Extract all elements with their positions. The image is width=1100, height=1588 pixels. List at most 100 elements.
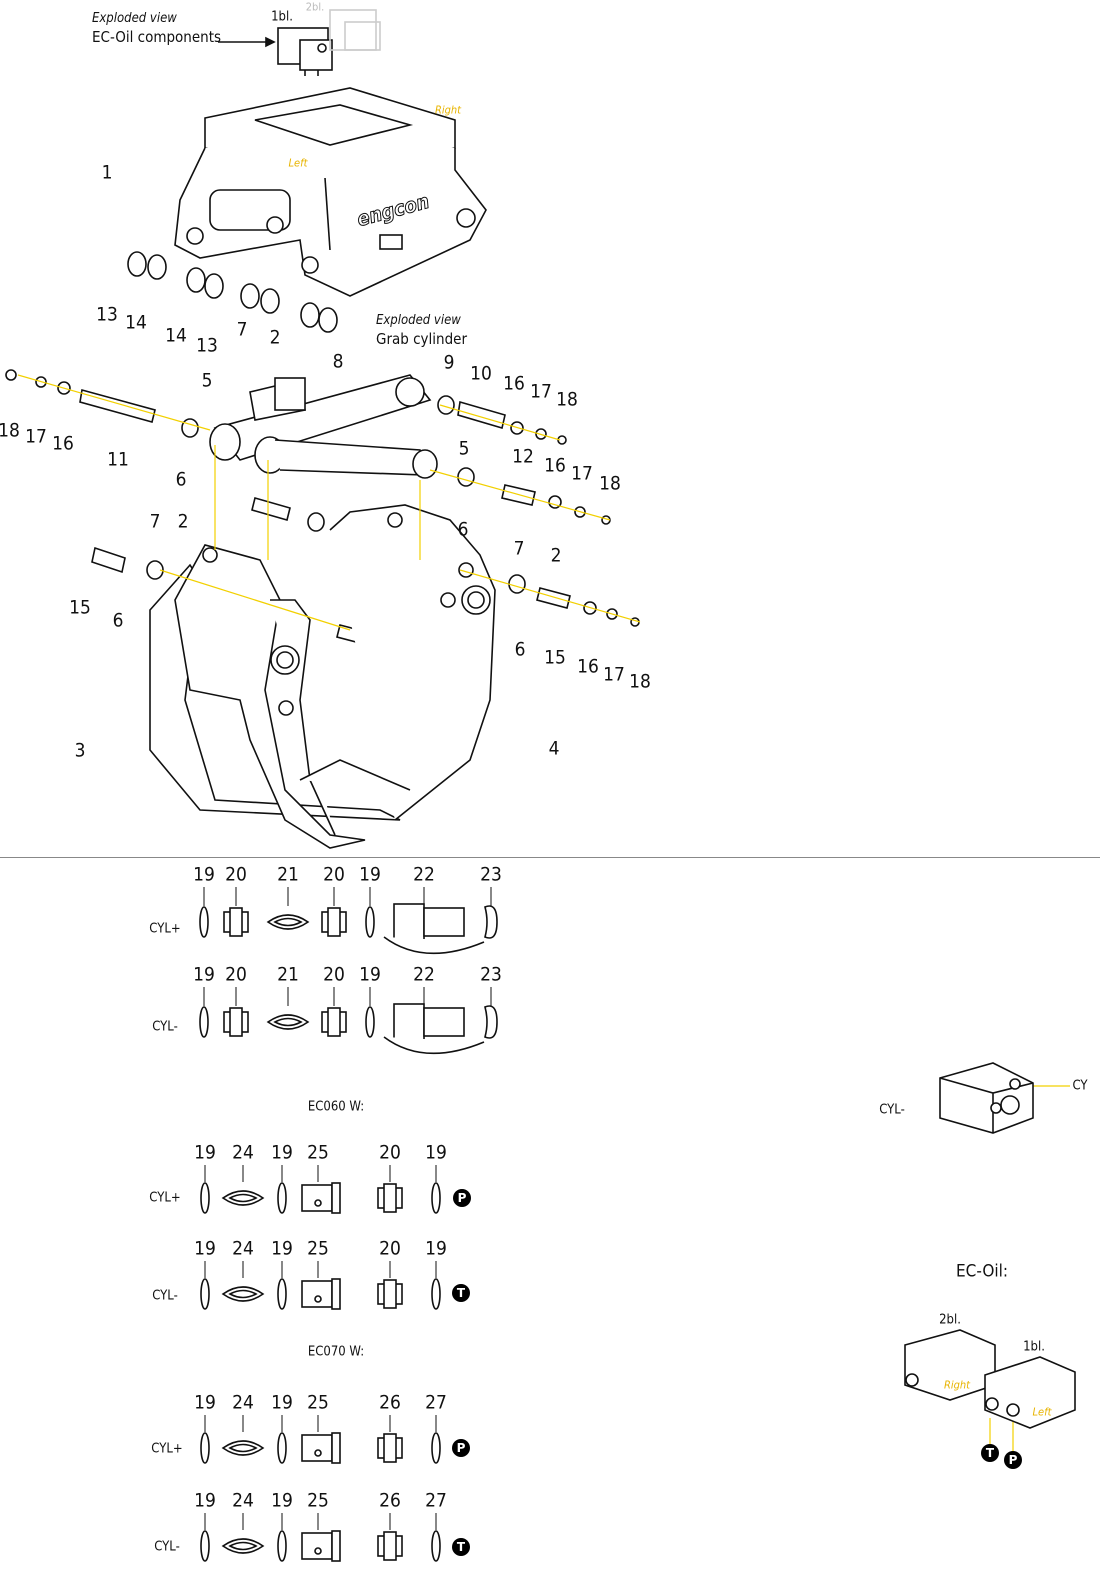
callout-number: 3: [74, 739, 86, 762]
row-side-label: CYL-: [152, 1019, 178, 1035]
part-number: 19: [193, 863, 215, 886]
row-side-label: CYL+: [151, 1441, 183, 1457]
part-number: 25: [307, 1237, 329, 1260]
ec-oil-block-top: [277, 9, 381, 76]
part-26: [377, 1433, 403, 1463]
yellow-alignment-lines: [17, 374, 1070, 1452]
part-number: 21: [277, 963, 299, 986]
ec-oil-title: EC-Oil:: [955, 1261, 1009, 1282]
part-number: 19: [359, 963, 381, 986]
label-2bl: 2bl.: [305, 0, 325, 14]
part-19: [365, 906, 375, 938]
part-20: [321, 1007, 347, 1037]
callout-number: 18: [599, 472, 621, 495]
part-27: [431, 1530, 441, 1562]
ec-oil-blocks: [904, 1329, 1076, 1429]
part-19: [277, 1278, 287, 1310]
callout-number: 17: [530, 380, 552, 403]
port-badge: T: [452, 1538, 470, 1556]
port-badge: P: [453, 1189, 471, 1207]
part-21: [266, 914, 310, 930]
part-number: 19: [194, 1141, 216, 1164]
part-number: 19: [271, 1237, 293, 1260]
ec-oil-2bl: 2bl.: [939, 1312, 961, 1328]
part-19: [199, 906, 209, 938]
part-19: [431, 1182, 441, 1214]
callout-number: 11: [107, 448, 129, 471]
callout-number: 16: [577, 655, 599, 678]
ec-oil-1bl: 1bl.: [1023, 1339, 1045, 1355]
callout-number: 2: [550, 544, 562, 567]
callout-number: 6: [457, 518, 469, 541]
part-number: 19: [193, 963, 215, 986]
part-number: 20: [379, 1141, 401, 1164]
part-number: 25: [307, 1141, 329, 1164]
callout-number: 9: [443, 351, 455, 374]
callout-number: 16: [544, 454, 566, 477]
part-20: [377, 1279, 403, 1309]
part-19: [200, 1278, 210, 1310]
callout-number: 5: [458, 437, 470, 460]
part-19: [277, 1530, 287, 1562]
part-24: [221, 1538, 265, 1554]
label-left: Left: [288, 156, 308, 170]
callout-number: 18: [629, 670, 651, 693]
ec070-title: EC070 W:: [307, 1344, 365, 1360]
callout-number: 12: [512, 445, 534, 468]
part-23: [484, 905, 498, 939]
part-number: 25: [307, 1489, 329, 1512]
part-number: 25: [307, 1391, 329, 1414]
part-number: 20: [225, 863, 247, 886]
part-25: [301, 1530, 341, 1562]
port-badge: T: [452, 1284, 470, 1302]
callout-number: 6: [175, 468, 187, 491]
valve-block: [939, 1062, 1034, 1134]
part-20: [321, 907, 347, 937]
valve-cyl-minus-label: CYL-: [879, 1102, 905, 1118]
grab-cylinder: [209, 374, 438, 479]
callout-number: 15: [69, 596, 91, 619]
part-22: [383, 903, 485, 955]
ec-oil-port-t: T: [981, 1444, 999, 1462]
oil-caption-italic: Exploded view: [92, 11, 177, 26]
part-20: [377, 1183, 403, 1213]
part-number: 23: [480, 863, 502, 886]
part-number: 19: [425, 1141, 447, 1164]
port-badge: P: [452, 1439, 470, 1457]
part-number: 20: [379, 1237, 401, 1260]
part-20: [223, 1007, 249, 1037]
part-number: 19: [359, 863, 381, 886]
callout-number: 16: [52, 432, 74, 455]
part-25: [301, 1278, 341, 1310]
callout-number: 7: [236, 318, 248, 341]
part-26: [377, 1531, 403, 1561]
callout-number: 17: [571, 462, 593, 485]
part-number: 22: [413, 863, 435, 886]
ec-oil-left: Left: [1032, 1405, 1052, 1419]
ec-oil-right: Right: [943, 1378, 971, 1392]
part-20: [223, 907, 249, 937]
part-number: 19: [194, 1237, 216, 1260]
row-side-label: CYL+: [149, 1190, 181, 1206]
part-19: [200, 1432, 210, 1464]
callout-number: 7: [513, 537, 525, 560]
cylinder-caption-title: Grab cylinder: [376, 330, 468, 348]
valve-cyl-plus-label: CY: [1072, 1078, 1088, 1094]
callout-number: 17: [603, 663, 625, 686]
callout-number: 13: [196, 334, 218, 357]
part-number: 20: [225, 963, 247, 986]
part-number: 24: [232, 1237, 254, 1260]
part-number: 21: [277, 863, 299, 886]
row-side-label: CYL+: [149, 921, 181, 937]
callout-number: 6: [514, 638, 526, 661]
part-27: [431, 1432, 441, 1464]
callout-number: 8: [332, 350, 344, 373]
washers-top: [127, 251, 338, 333]
callout-number: 14: [125, 311, 147, 334]
callout-number: 15: [544, 646, 566, 669]
part-24: [221, 1286, 265, 1302]
ec060-title: EC060 W:: [307, 1099, 365, 1115]
callout-number: 16: [503, 372, 525, 395]
part-21: [266, 1014, 310, 1030]
